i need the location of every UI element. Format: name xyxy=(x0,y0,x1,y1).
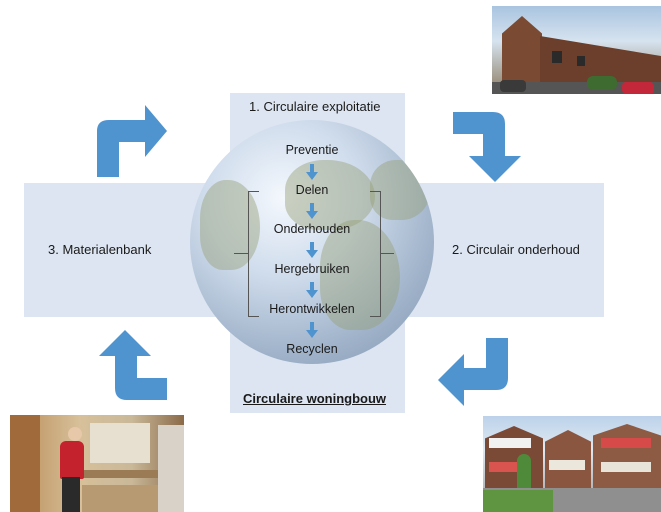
step-maintaining: Onderhouden xyxy=(273,222,351,236)
arrow-top-right-icon xyxy=(453,112,521,182)
step-prevention: Preventie xyxy=(285,143,339,157)
down-arrow-icon xyxy=(306,164,318,180)
step-redeveloping: Herontwikkelen xyxy=(269,302,355,316)
right-connector-line xyxy=(380,253,394,254)
earth-globe xyxy=(190,120,434,364)
arrow-top-left-icon xyxy=(97,105,167,177)
step-recycling: Recyclen xyxy=(286,342,338,356)
photo-modern-houses xyxy=(483,416,661,512)
down-arrow-icon xyxy=(306,282,318,298)
step-reusing: Hergebruiken xyxy=(274,262,350,276)
circular-exploitation-title: 1. Circulaire exploitatie xyxy=(249,99,381,114)
left-connector-line xyxy=(234,253,248,254)
circular-housing-label: Circulaire woningbouw xyxy=(243,391,387,406)
step-sharing: Delen xyxy=(295,183,329,197)
down-arrow-icon xyxy=(306,242,318,258)
arrow-bottom-left-icon xyxy=(99,330,167,400)
arrow-bottom-right-icon xyxy=(438,338,508,406)
right-bracket xyxy=(370,191,381,317)
photo-brick-row-houses xyxy=(492,6,661,94)
down-arrow-icon xyxy=(306,203,318,219)
down-arrow-icon xyxy=(306,322,318,338)
circular-maintenance-label: 2. Circulair onderhoud xyxy=(452,242,580,257)
left-bracket xyxy=(248,191,259,317)
photo-workshop-person xyxy=(10,415,184,512)
material-bank-label: 3. Materialenbank xyxy=(48,242,152,257)
